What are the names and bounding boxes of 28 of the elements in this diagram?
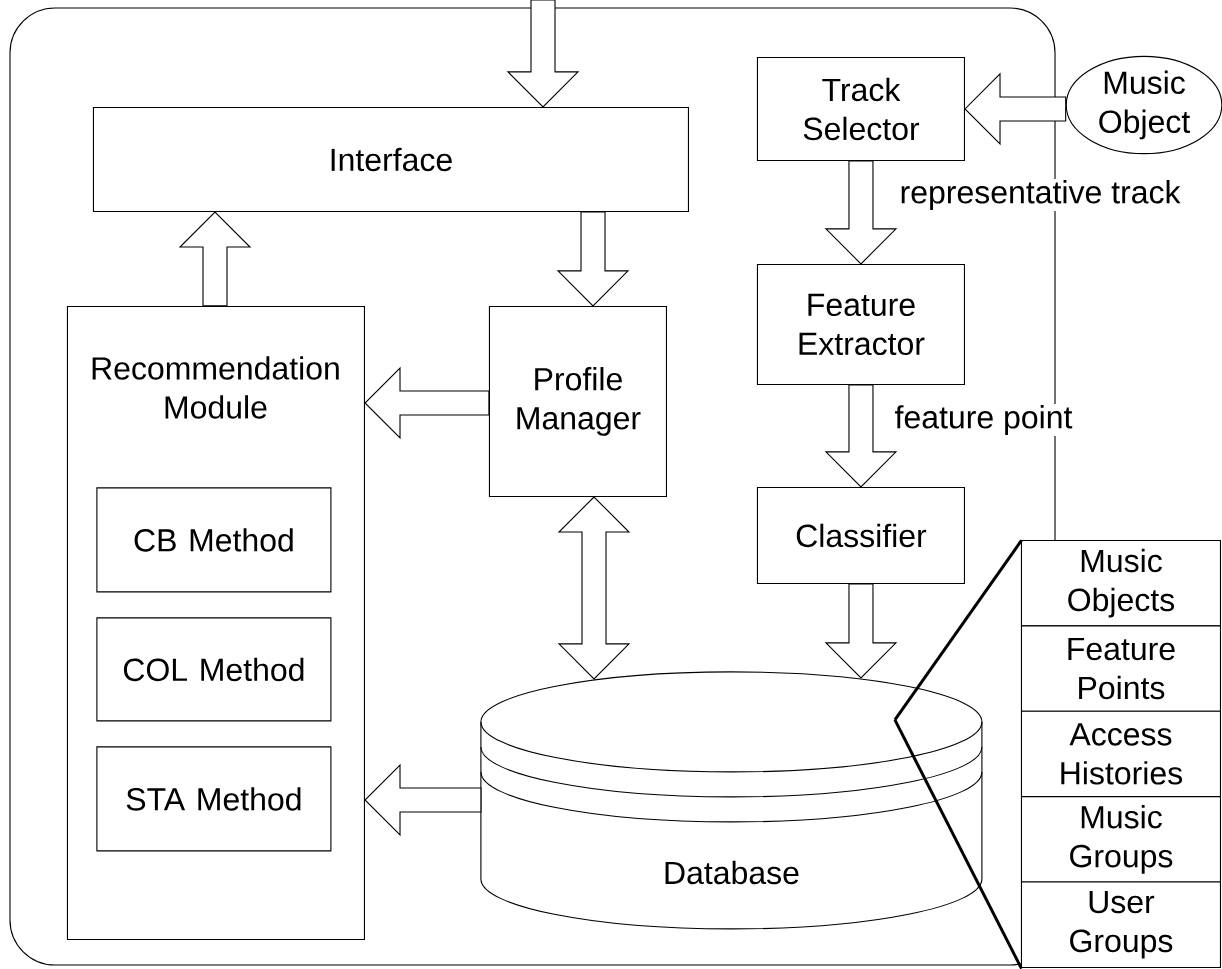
method-box: STA Method [96, 746, 332, 852]
method-box: COL Method [96, 617, 332, 722]
block-arrow [824, 583, 898, 679]
table-cell: Feature Points [1020, 625, 1221, 712]
database-cylinder: Database [480, 671, 983, 930]
table-cell: Music Groups [1020, 796, 1221, 883]
edge-label: representative track [898, 179, 1182, 211]
block-arrow [556, 211, 630, 307]
table-cell: Access Histories [1020, 710, 1221, 798]
edge-label: feature point [893, 404, 1074, 436]
block-arrow [178, 211, 252, 307]
process-box: Profile Manager [488, 305, 667, 497]
block-arrow [364, 366, 490, 440]
method-box: CB Method [96, 487, 332, 593]
node-label: Music Objects [1068, 548, 1175, 618]
leader-line [893, 539, 1023, 721]
block-arrow [557, 496, 631, 680]
process-box: Interface [92, 106, 689, 212]
block-arrow [824, 160, 898, 265]
block-arrow [364, 763, 482, 837]
table-cell: User Groups [1020, 881, 1221, 968]
table-cell: Music Objects [1020, 539, 1221, 627]
process-box: Classifier [756, 486, 965, 584]
block-arrow [824, 384, 898, 488]
process-box: Feature Extractor [756, 263, 965, 385]
block-arrow [506, 0, 580, 108]
block-arrow [964, 72, 1067, 146]
process-box: Track Selector [756, 56, 965, 161]
